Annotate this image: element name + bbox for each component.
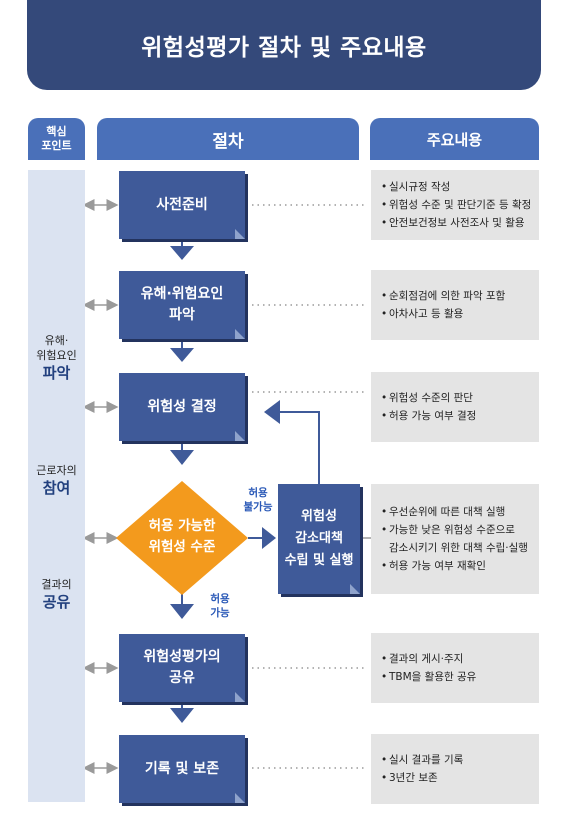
list-item: 실시규정 작성 bbox=[381, 178, 533, 196]
list-item: 순회점검에 의한 파악 포함 bbox=[381, 287, 533, 305]
header-contents: 주요내용 bbox=[370, 118, 539, 160]
down-arrow-4 bbox=[170, 596, 194, 619]
feedback-line bbox=[278, 411, 320, 484]
list-item: 허용 가능 여부 재확인 bbox=[381, 557, 533, 575]
arrow-to-reduction bbox=[262, 527, 276, 549]
feedback-arrow bbox=[264, 400, 280, 424]
list-item: 허용 가능 여부 결정 bbox=[381, 407, 533, 425]
down-arrow-1 bbox=[170, 240, 194, 260]
list-item: 가능한 낮은 위험성 수준으로 bbox=[381, 521, 533, 539]
side-group-identify: 유해· 위험요인 파악 bbox=[36, 334, 77, 382]
step-preparation: 사전준비 bbox=[119, 171, 245, 239]
label-not-allowed: 허용 불가능 bbox=[243, 487, 273, 513]
list-item: 위험성 수준의 판단 bbox=[381, 389, 533, 407]
decision-diamond bbox=[116, 481, 248, 595]
decision-label: 허용 가능한 위험성 수준 bbox=[148, 518, 216, 555]
contents-box-6: 실시 결과를 기록 3년간 보존 bbox=[371, 734, 539, 804]
step-risk-reduction: 위험성 감소대책 수립 및 실행 bbox=[278, 484, 360, 594]
core-points-column bbox=[28, 170, 85, 802]
contents-box-3: 위험성 수준의 판단 허용 가능 여부 결정 bbox=[371, 372, 539, 442]
contents-box-2: 순회점검에 의한 파악 포함 아차사고 등 활용 bbox=[371, 270, 539, 340]
list-item: 3년간 보존 bbox=[381, 769, 533, 787]
side-group-participation: 근로자의 참여 bbox=[36, 464, 77, 497]
list-item: 안전보건정보 사전조사 및 활용 bbox=[381, 214, 533, 232]
step-record-keeping: 기록 및 보존 bbox=[119, 735, 245, 803]
list-item: 위험성 수준 및 판단기준 등 확정 bbox=[381, 196, 533, 214]
list-item: TBM을 활용한 공유 bbox=[381, 668, 533, 686]
header-procedure: 절차 bbox=[97, 118, 359, 160]
page-title: 위험성평가 절차 및 주요내용 bbox=[27, 0, 541, 90]
contents-box-1: 실시규정 작성 위험성 수준 및 판단기준 등 확정 안전보건정보 사전조사 및… bbox=[371, 170, 539, 240]
side-group-sharing: 결과의 공유 bbox=[41, 578, 72, 611]
list-item: 실시 결과를 기록 bbox=[381, 751, 533, 769]
list-item: 아차사고 등 활용 bbox=[381, 305, 533, 323]
step-risk-determination: 위험성 결정 bbox=[119, 373, 245, 441]
contents-box-4: 우선순위에 따른 대책 실행 가능한 낮은 위험성 수준으로 감소시키기 위한 … bbox=[371, 484, 539, 594]
contents-box-5: 결과의 게시·주지 TBM을 활용한 공유 bbox=[371, 633, 539, 703]
list-item: 우선순위에 따른 대책 실행 bbox=[381, 503, 533, 521]
down-arrow-3 bbox=[170, 444, 194, 465]
list-item: 결과의 게시·주지 bbox=[381, 650, 533, 668]
down-arrow-2 bbox=[170, 342, 194, 362]
label-allowed: 허용 가능 bbox=[210, 593, 230, 619]
list-item-continued: 감소시키기 위한 대책 수립·실행 bbox=[389, 542, 528, 554]
down-arrow-5 bbox=[170, 704, 194, 723]
header-core-points: 핵심 포인트 bbox=[28, 118, 85, 160]
